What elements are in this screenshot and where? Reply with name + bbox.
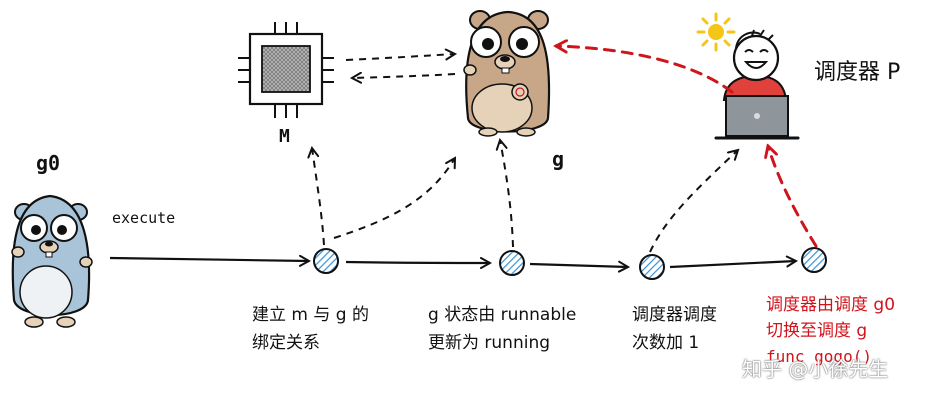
step1-label-line1: 建立 m 与 g 的: [252, 305, 369, 325]
scheduler-title: 调度器 P: [814, 60, 901, 85]
execute-label: execute: [112, 209, 176, 227]
lightbulb-idea-icon: [696, 12, 736, 52]
node-switch-g: [801, 247, 827, 273]
step2-label-line2: 更新为 running: [428, 333, 551, 353]
red-dashed-arrows: [556, 46, 818, 248]
step3-label-line2: 次数加 1: [632, 333, 700, 353]
step3-label-line1: 调度器调度: [632, 305, 717, 325]
gopher-g-icon: [463, 10, 551, 137]
dashed-arrows: [312, 54, 738, 253]
step4-label-line2: 切换至调度 g: [766, 321, 868, 341]
node-schedule-count: [639, 254, 665, 280]
gopher-g0-icon: [11, 194, 93, 328]
timeline-arrows: [109, 258, 796, 267]
step2-label-line1: g 状态由 runnable: [428, 305, 577, 325]
watermark-text: 知乎 @小徐先生: [742, 357, 889, 381]
step4-label-line1: 调度器由调度 g0: [766, 295, 896, 315]
timeline-nodes: [313, 247, 827, 280]
node-bind-m-g: [313, 248, 339, 274]
g0-label: g0: [36, 151, 61, 175]
g-label: g: [552, 147, 565, 171]
step1-label-line2: 绑定关系: [252, 333, 320, 353]
scheduler-person-icon: [696, 12, 800, 140]
m-label: M: [279, 126, 290, 147]
step4-label-line3: func gogo(): [766, 347, 872, 366]
node-status-running: [499, 250, 525, 276]
machine-chip-icon: [238, 22, 334, 118]
